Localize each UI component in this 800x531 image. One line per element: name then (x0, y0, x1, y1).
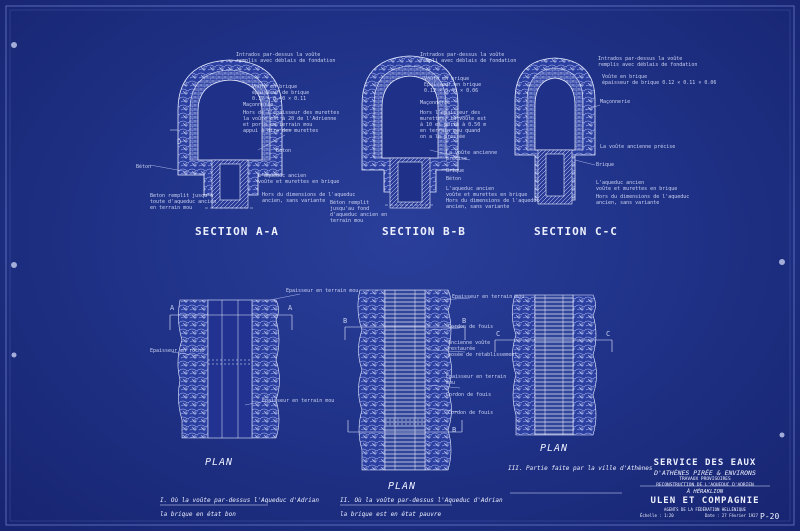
title-block-service: SERVICE DES EAUX (653, 458, 757, 468)
section-b-label: Voûte en brique Epaisseur en brique 0.12… (424, 76, 482, 94)
plan-2-label: Ancienne voûte restaurée posée de rétabl… (448, 340, 518, 358)
plan-2-drawing (344, 289, 471, 471)
section-c-label: Hors du dimensions de l'aqueduc ancien, … (596, 194, 690, 206)
marker-a-right: A (288, 304, 293, 312)
section-c-label: Brique (596, 162, 615, 168)
note-1-line-1: I. Où la voûte par-dessus l'Aqueduc d'Ad… (160, 497, 319, 504)
section-a-label: Intrados par-dessus la voûte remplis ave… (236, 52, 336, 64)
title-block-scale: Échelle : 1:20 (640, 513, 674, 518)
title-block-company: ULEN ET COMPAGNIE (650, 496, 760, 506)
section-c-label: L'aqueduc ancien voûte et murettes en br… (596, 180, 678, 192)
section-c-label: Maçonnerie (600, 99, 631, 105)
sheet-border (5, 5, 795, 526)
plan-1-title: PLAN (205, 457, 234, 468)
section-a-label: Maçonnerie (243, 102, 274, 108)
section-a-label: Hors de l'épaisseur des murettes la voût… (243, 110, 340, 134)
section-c-label: Voûte en brique épaisseur de brique 0.12… (602, 74, 717, 86)
section-b-label: La voûte ancienne précise (446, 150, 498, 162)
note-1-line-2: la brique en état bon (160, 511, 236, 518)
section-a-label: L'aqueduc ancien voûte et murettes en br… (258, 173, 340, 185)
section-b-title: SECTION B-B (382, 225, 466, 238)
title-block-line-2: D'ATHÈNES PIRÉE & ENVIRONS (654, 469, 756, 477)
marker-c-left: C (496, 330, 501, 338)
section-b-label: Intrados par-dessus la voûte rempli avec… (420, 52, 517, 64)
plan-2-label: Cordon de fouis (448, 324, 494, 330)
marker-b-right: B (462, 317, 467, 325)
plan-3-drawing (494, 294, 613, 436)
note-3: III. Partie faite par la ville d'Athènes (508, 465, 653, 472)
marker-b-left: B (343, 317, 348, 325)
marker-c-right: C (606, 330, 611, 338)
plan-1-label: Epaisseur en terrain mou (262, 398, 335, 404)
section-c-drawing (514, 57, 601, 205)
title-block-line-5: À HÉRAKLION (686, 489, 724, 495)
section-a-label: Hors du dimensions de l'aqueduc ancien, … (262, 192, 356, 204)
plan-3-title: PLAN (540, 443, 569, 454)
section-a-label: Béton (136, 164, 152, 170)
section-b-label: Brique (446, 168, 465, 174)
section-b-label: Béton remplit jusqu'au fond d'aqueduc an… (330, 200, 388, 224)
title-block-line-3: TRAVAUX PROVISOIRES (679, 477, 731, 482)
section-c-label: La voûte ancienne précise (600, 144, 676, 150)
section-b-label: Hors l'épaisseur des murettes, la voûte … (420, 110, 487, 140)
title-block-date: Date : 27 Février 1927 (705, 513, 758, 518)
section-a-label: Voûte en brique épaisseur de brique 0.12… (252, 84, 310, 102)
section-a-drawing (149, 59, 292, 209)
marker-a-left: A (170, 304, 175, 312)
section-a-label: Beton remplit jusqu'à toute d'aqueduc an… (150, 193, 217, 211)
section-a-marker: D (177, 138, 182, 146)
note-2-line-2: la brique est en état pauvre (340, 511, 442, 518)
note-underlines (160, 492, 622, 506)
sheet-number: P-20 (760, 512, 780, 521)
section-b-drawing (361, 55, 471, 209)
note-2-line-1: II. Où la voûte par-dessus l'Aqueduc d'A… (340, 497, 503, 504)
plan-2-label: Cordon de fouis (448, 410, 494, 416)
plan-2-label: Epaisseur en terrain mou (452, 294, 525, 300)
marker-b-lower: B (452, 426, 457, 434)
section-b-label: Maçonnerie (420, 100, 451, 106)
title-block-company-sub: AGENTS DE LA FÉDÉRATION HELLÉNIQUE (664, 507, 746, 512)
plan-2-label: Cordon de fouis (446, 392, 492, 398)
plan-1-label: Epaisseur en terrain mou (286, 288, 359, 294)
section-a-title: SECTION A-A (195, 225, 279, 238)
title-block-line-4: RECONSTRUCTION DE L'AQUEDUC D'ADRIEN (656, 483, 754, 488)
section-c-label: Intrados par-dessus la voûte remplis ave… (598, 56, 698, 68)
plan-1-label: Epaisseur en roche (150, 348, 205, 354)
section-b-label: Béton (446, 176, 462, 182)
plan-2-title: PLAN (388, 481, 417, 492)
section-a-label: Béton (276, 148, 292, 154)
section-c-title: SECTION C-C (534, 225, 618, 238)
plan-2-label: Epaisseur en terrain mou (446, 374, 507, 386)
section-b-label: L'aqueduc ancien voûte et murettes en br… (446, 186, 540, 210)
plan-1-drawing (169, 293, 301, 439)
